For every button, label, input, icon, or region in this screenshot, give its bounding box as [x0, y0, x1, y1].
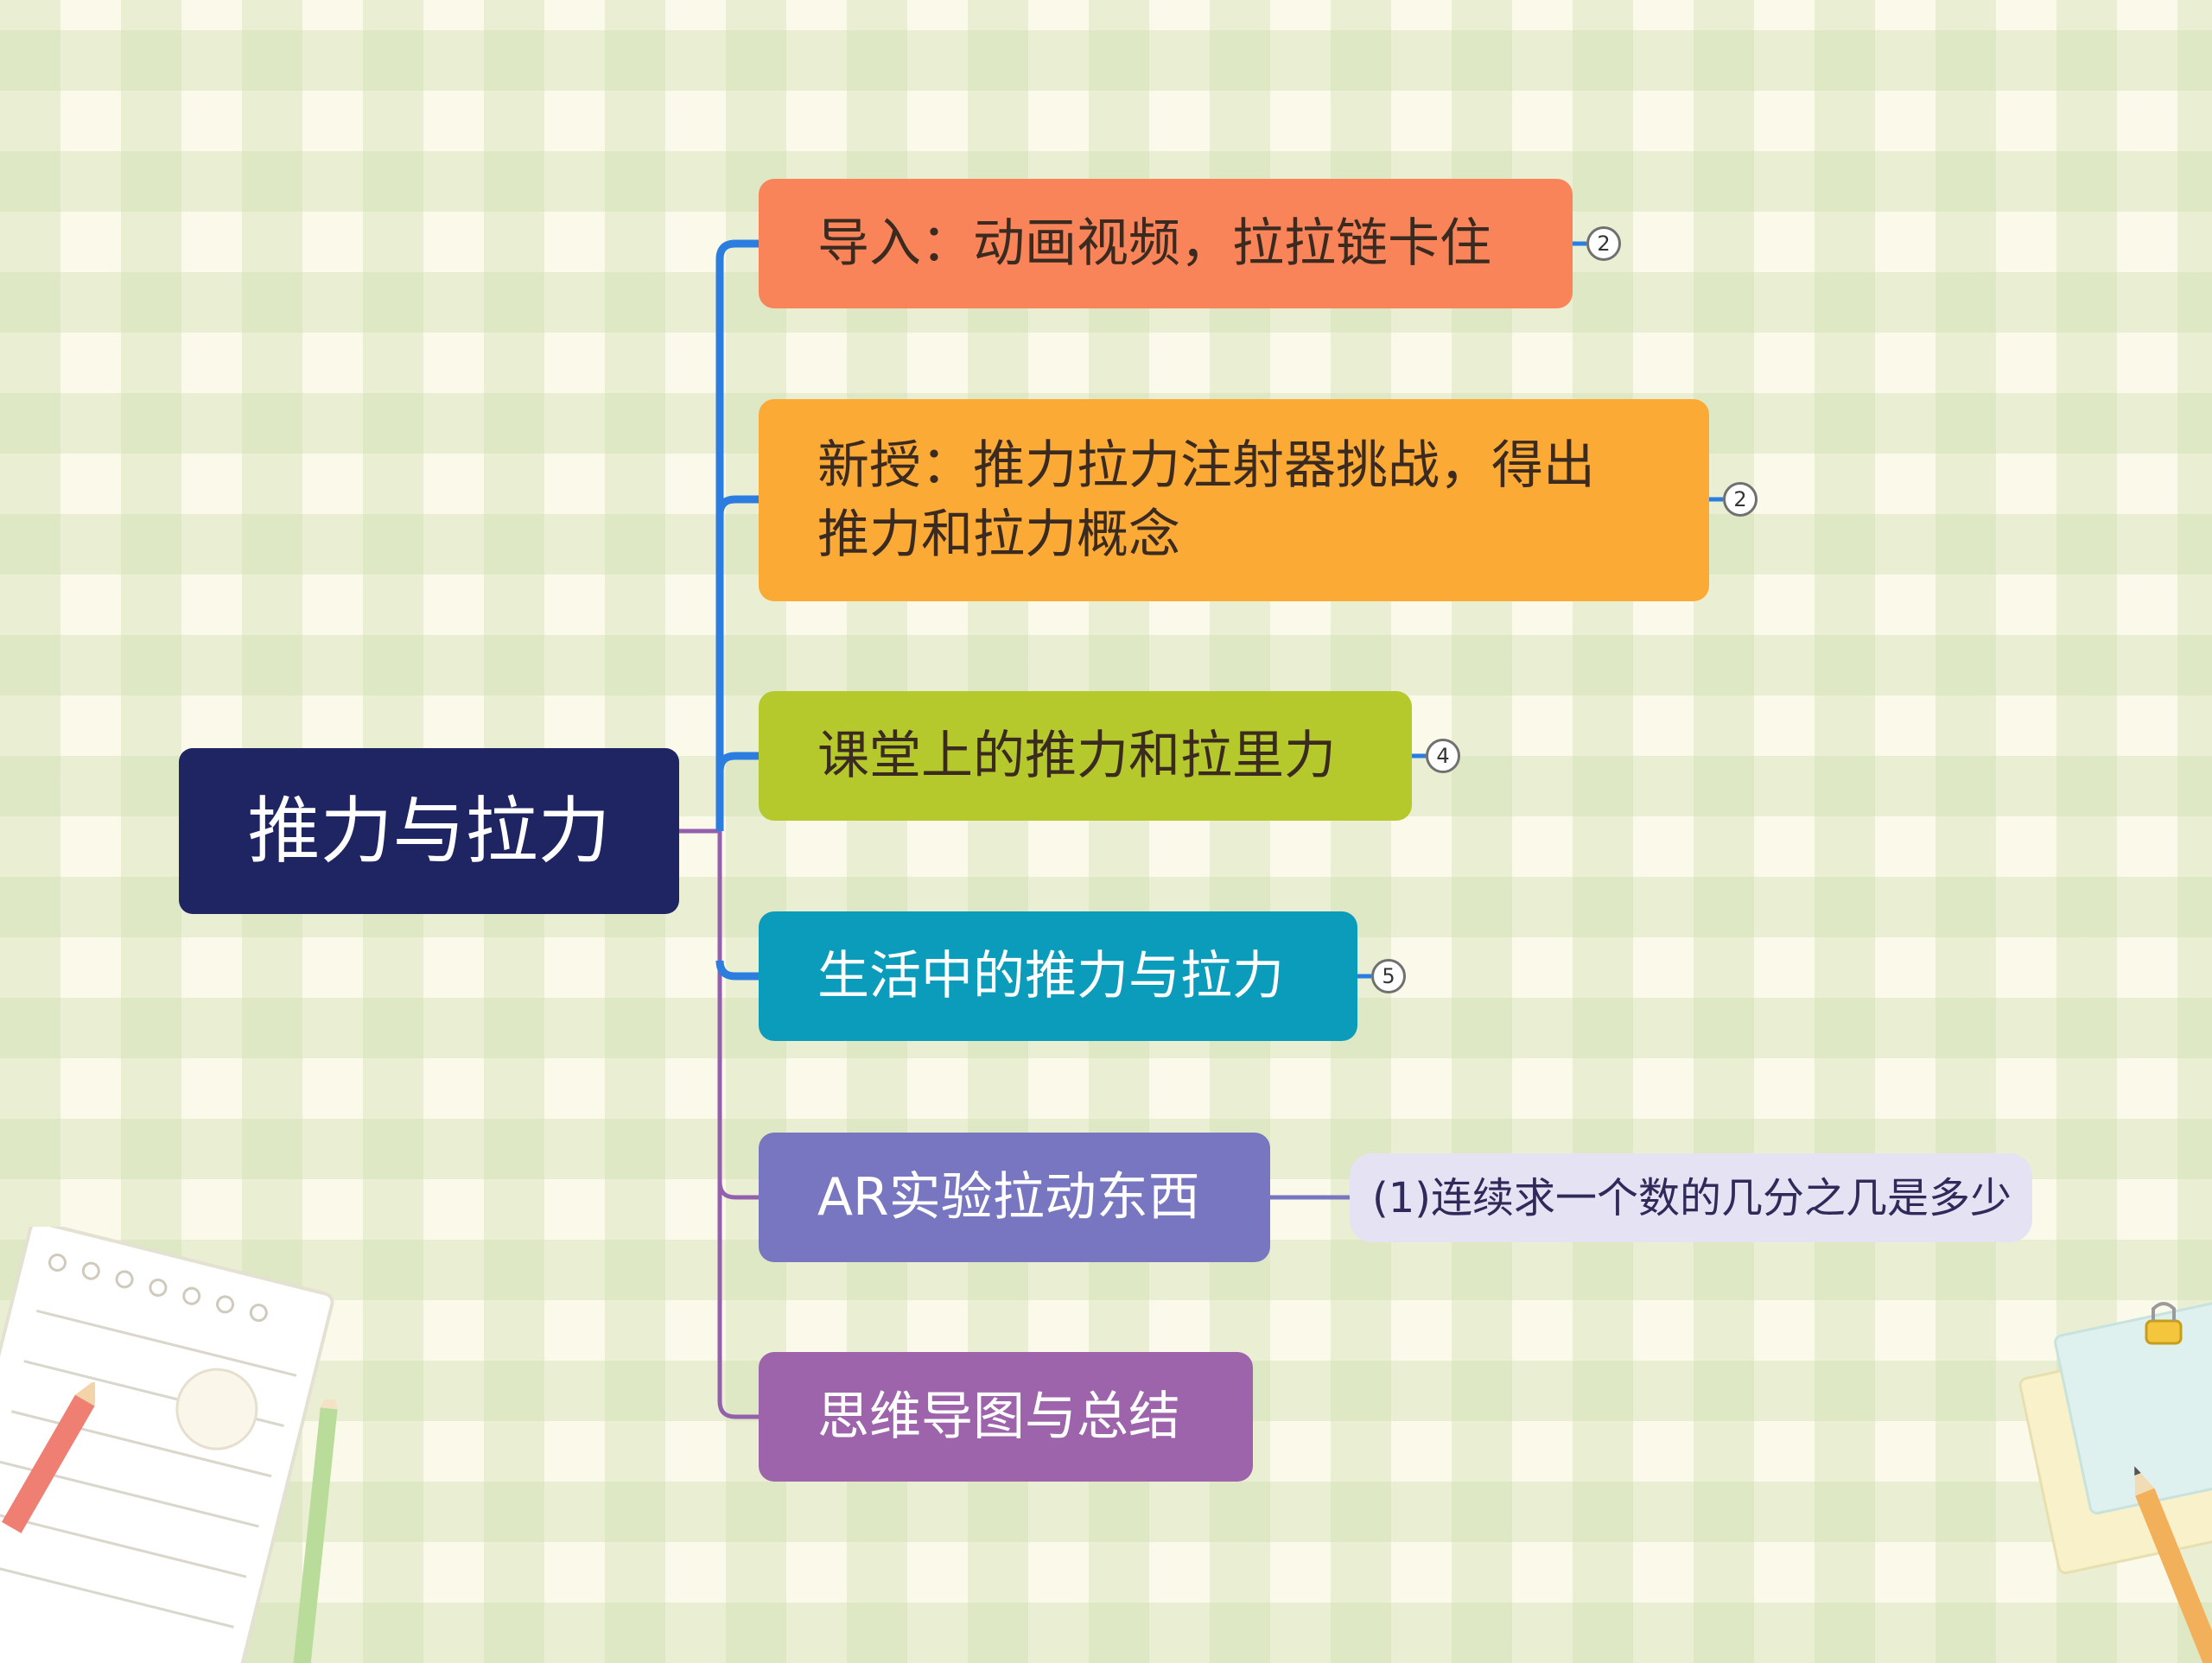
spur-branch-3	[715, 752, 759, 772]
branch-intro-label: 导入：动画视频，拉拉链卡住	[817, 213, 1491, 274]
branch-classroom-label: 课堂上的推力和拉里力	[817, 726, 1336, 786]
pencil-icon	[293, 1400, 338, 1663]
leaf-node[interactable]: (1)连续求一个数的几分之几是多少	[1350, 1153, 2032, 1242]
branch-daily-life-label: 生活中的推力与拉力	[817, 946, 1284, 1006]
trunk-lower	[717, 831, 759, 1419]
branch-new-lesson-count-badge[interactable]: 2	[1723, 482, 1758, 517]
branch-summary[interactable]: 思维导图与总结	[759, 1352, 1253, 1482]
branch-new-lesson-label-line1: 新授：推力拉力注射器挑战，得出	[817, 435, 1595, 496]
paperclip-icon	[2145, 1302, 2183, 1345]
branch-intro[interactable]: 导入：动画视频，拉拉链卡住	[759, 179, 1573, 308]
root-label: 推力与拉力	[247, 789, 611, 873]
spur-branch-4	[715, 960, 759, 981]
spur-branch-2	[715, 495, 759, 516]
branch-classroom-count-badge[interactable]: 4	[1426, 739, 1460, 773]
trunk-upper	[715, 239, 759, 831]
branch-new-lesson-label-line2: 推力和拉力概念	[817, 505, 1180, 565]
branch-intro-count-badge[interactable]: 2	[1586, 226, 1621, 261]
notebook-icon	[0, 1227, 334, 1663]
branch-ar-experiment-label: AR实验拉动东西	[817, 1167, 1200, 1228]
pencil-icon	[2, 1382, 95, 1533]
root-node[interactable]: 推力与拉力	[179, 748, 679, 914]
pencil-icon	[2134, 1466, 2212, 1663]
spur-branch-5	[717, 1181, 759, 1200]
sticky-note-icon	[2018, 1301, 2212, 1575]
branch-summary-label: 思维导图与总结	[817, 1387, 1180, 1447]
leaf-label: (1)连续求一个数的几分之几是多少	[1372, 1173, 2012, 1222]
branch-daily-life[interactable]: 生活中的推力与拉力	[759, 911, 1357, 1041]
branch-classroom[interactable]: 课堂上的推力和拉里力	[759, 691, 1412, 821]
branch-daily-life-count-badge[interactable]: 5	[1371, 959, 1406, 993]
branch-ar-experiment[interactable]: AR实验拉动东西	[759, 1133, 1270, 1262]
branch-new-lesson[interactable]: 新授：推力拉力注射器挑战，得出 推力和拉力概念	[759, 399, 1709, 601]
